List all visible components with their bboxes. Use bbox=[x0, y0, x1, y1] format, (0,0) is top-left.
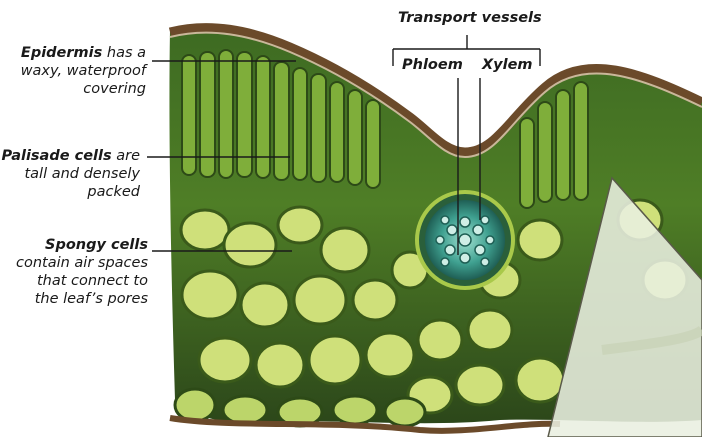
palisade-term: Palisade cells bbox=[2, 148, 112, 164]
transport-vessels-label: Transport vessels bbox=[398, 10, 542, 26]
spongy-label: Spongy cells contain air spaces that con… bbox=[0, 236, 148, 308]
palisade-label: Palisade cells are tall and densely pack… bbox=[0, 147, 140, 201]
epidermis-label: Epidermis has a waxy, waterproof coverin… bbox=[0, 44, 146, 98]
phloem-label: Phloem bbox=[402, 57, 463, 73]
spongy-term: Spongy cells bbox=[45, 237, 148, 253]
xylem-label: Xylem bbox=[482, 57, 533, 73]
epidermis-term: Epidermis bbox=[21, 45, 102, 61]
vascular-bundle bbox=[417, 192, 513, 288]
